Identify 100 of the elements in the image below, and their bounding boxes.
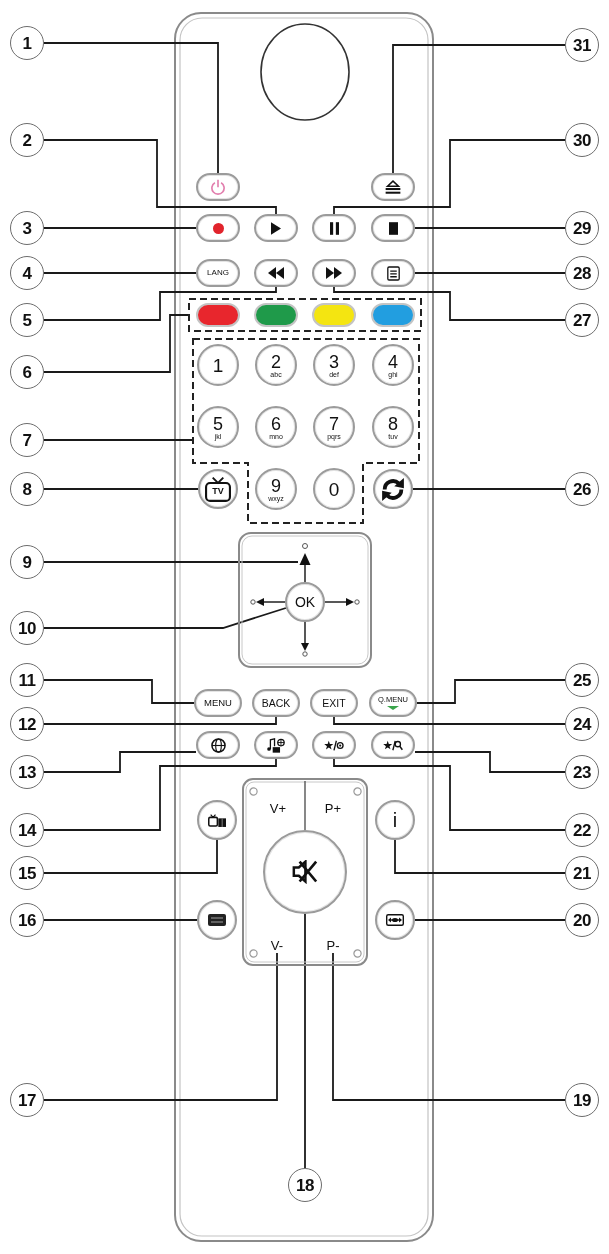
callout-number: 2	[10, 123, 44, 157]
callout-number: 29	[565, 211, 599, 245]
callout-number: 16	[10, 903, 44, 937]
leader-line	[43, 314, 189, 373]
leader-line	[43, 286, 277, 321]
leader-line	[333, 139, 566, 215]
leader-line	[304, 913, 306, 1169]
key-digit: 8	[388, 414, 398, 433]
callout-number: 15	[10, 856, 44, 890]
number-key	[313, 344, 355, 386]
number-key	[255, 406, 297, 448]
leader-line	[43, 751, 197, 773]
color-key	[371, 303, 415, 327]
callout-number: 31	[565, 28, 599, 62]
leader-line	[394, 839, 566, 874]
remote-button	[371, 731, 415, 759]
rocker-label: P+	[324, 801, 342, 815]
leader-line	[43, 439, 193, 441]
ok-button: OK	[285, 582, 325, 622]
remote-button: BACK	[252, 689, 300, 717]
remote-button	[369, 689, 417, 717]
leader-line	[43, 679, 195, 704]
callout-number: 3	[10, 211, 44, 245]
rocker-label: V-	[267, 937, 287, 953]
leader-line	[43, 758, 277, 831]
callout-number: 25	[565, 663, 599, 697]
leader-line	[416, 679, 566, 704]
leader-line	[414, 751, 566, 773]
callout-number: 7	[10, 423, 44, 457]
leader-line	[333, 286, 566, 321]
remote-button	[312, 731, 356, 759]
callout-number: 10	[10, 611, 44, 645]
callout-number: 19	[565, 1083, 599, 1117]
leader-line	[43, 139, 277, 215]
leader-line	[333, 716, 566, 725]
leader-line	[414, 227, 566, 229]
up-arrow-icon	[298, 541, 312, 582]
leader-line	[43, 488, 199, 490]
callout-number: 6	[10, 355, 44, 389]
remote-button	[254, 214, 298, 242]
key-digit: 7	[329, 414, 339, 433]
number-key	[255, 468, 297, 510]
round-button	[197, 900, 237, 940]
leader-line	[333, 758, 566, 831]
callout-number: 30	[565, 123, 599, 157]
key-digit: 2	[271, 352, 281, 371]
leader-line	[43, 42, 219, 174]
remote-button: LANG	[196, 259, 240, 287]
leader-line	[43, 607, 287, 629]
remote-button	[371, 214, 415, 242]
callout-number: 11	[10, 663, 44, 697]
color-key-group	[188, 298, 422, 332]
number-key: 1	[197, 344, 239, 386]
round-button	[197, 800, 237, 840]
callout-number: 26	[565, 472, 599, 506]
callout-number: 21	[565, 856, 599, 890]
round-button	[373, 469, 413, 509]
remote-button	[312, 214, 356, 242]
navigation-pad	[238, 532, 372, 668]
callout-number: 20	[565, 903, 599, 937]
button-label: TV	[212, 486, 224, 496]
leader-line	[43, 716, 277, 725]
rocker-panel	[242, 778, 368, 966]
color-key	[312, 303, 356, 327]
callout-number: 23	[565, 755, 599, 789]
color-key	[196, 303, 240, 327]
leader-line	[332, 952, 566, 1101]
callout-number: 24	[565, 707, 599, 741]
key-digit: 6	[271, 414, 281, 433]
leader-line	[414, 919, 566, 921]
callout-number: 14	[10, 813, 44, 847]
color-key	[254, 303, 298, 327]
remote-button: MENU	[194, 689, 242, 717]
number-key	[372, 406, 414, 448]
remote-button	[196, 214, 240, 242]
remote-button	[254, 259, 298, 287]
remote-button	[196, 173, 240, 201]
callout-number: 4	[10, 256, 44, 290]
leader-line	[43, 561, 299, 563]
callout-number: 5	[10, 303, 44, 337]
remote-button: EXIT	[310, 689, 358, 717]
callout-number: 8	[10, 472, 44, 506]
number-key	[255, 344, 297, 386]
callout-number: 9	[10, 545, 44, 579]
callout-number: 27	[565, 303, 599, 337]
number-key	[313, 406, 355, 448]
callout-number: 18	[288, 1168, 322, 1202]
rocker-label: P-	[323, 937, 343, 953]
key-digit: 9	[271, 476, 281, 495]
remote-button	[312, 259, 356, 287]
callout-number: 1	[10, 26, 44, 60]
number-key	[372, 344, 414, 386]
callout-number: 17	[10, 1083, 44, 1117]
key-digit: 5	[213, 414, 223, 433]
callout-number: 22	[565, 813, 599, 847]
leader-line	[392, 44, 566, 174]
round-button: i	[375, 800, 415, 840]
leader-line	[43, 952, 278, 1101]
remote-button	[196, 731, 240, 759]
round-button	[375, 900, 415, 940]
